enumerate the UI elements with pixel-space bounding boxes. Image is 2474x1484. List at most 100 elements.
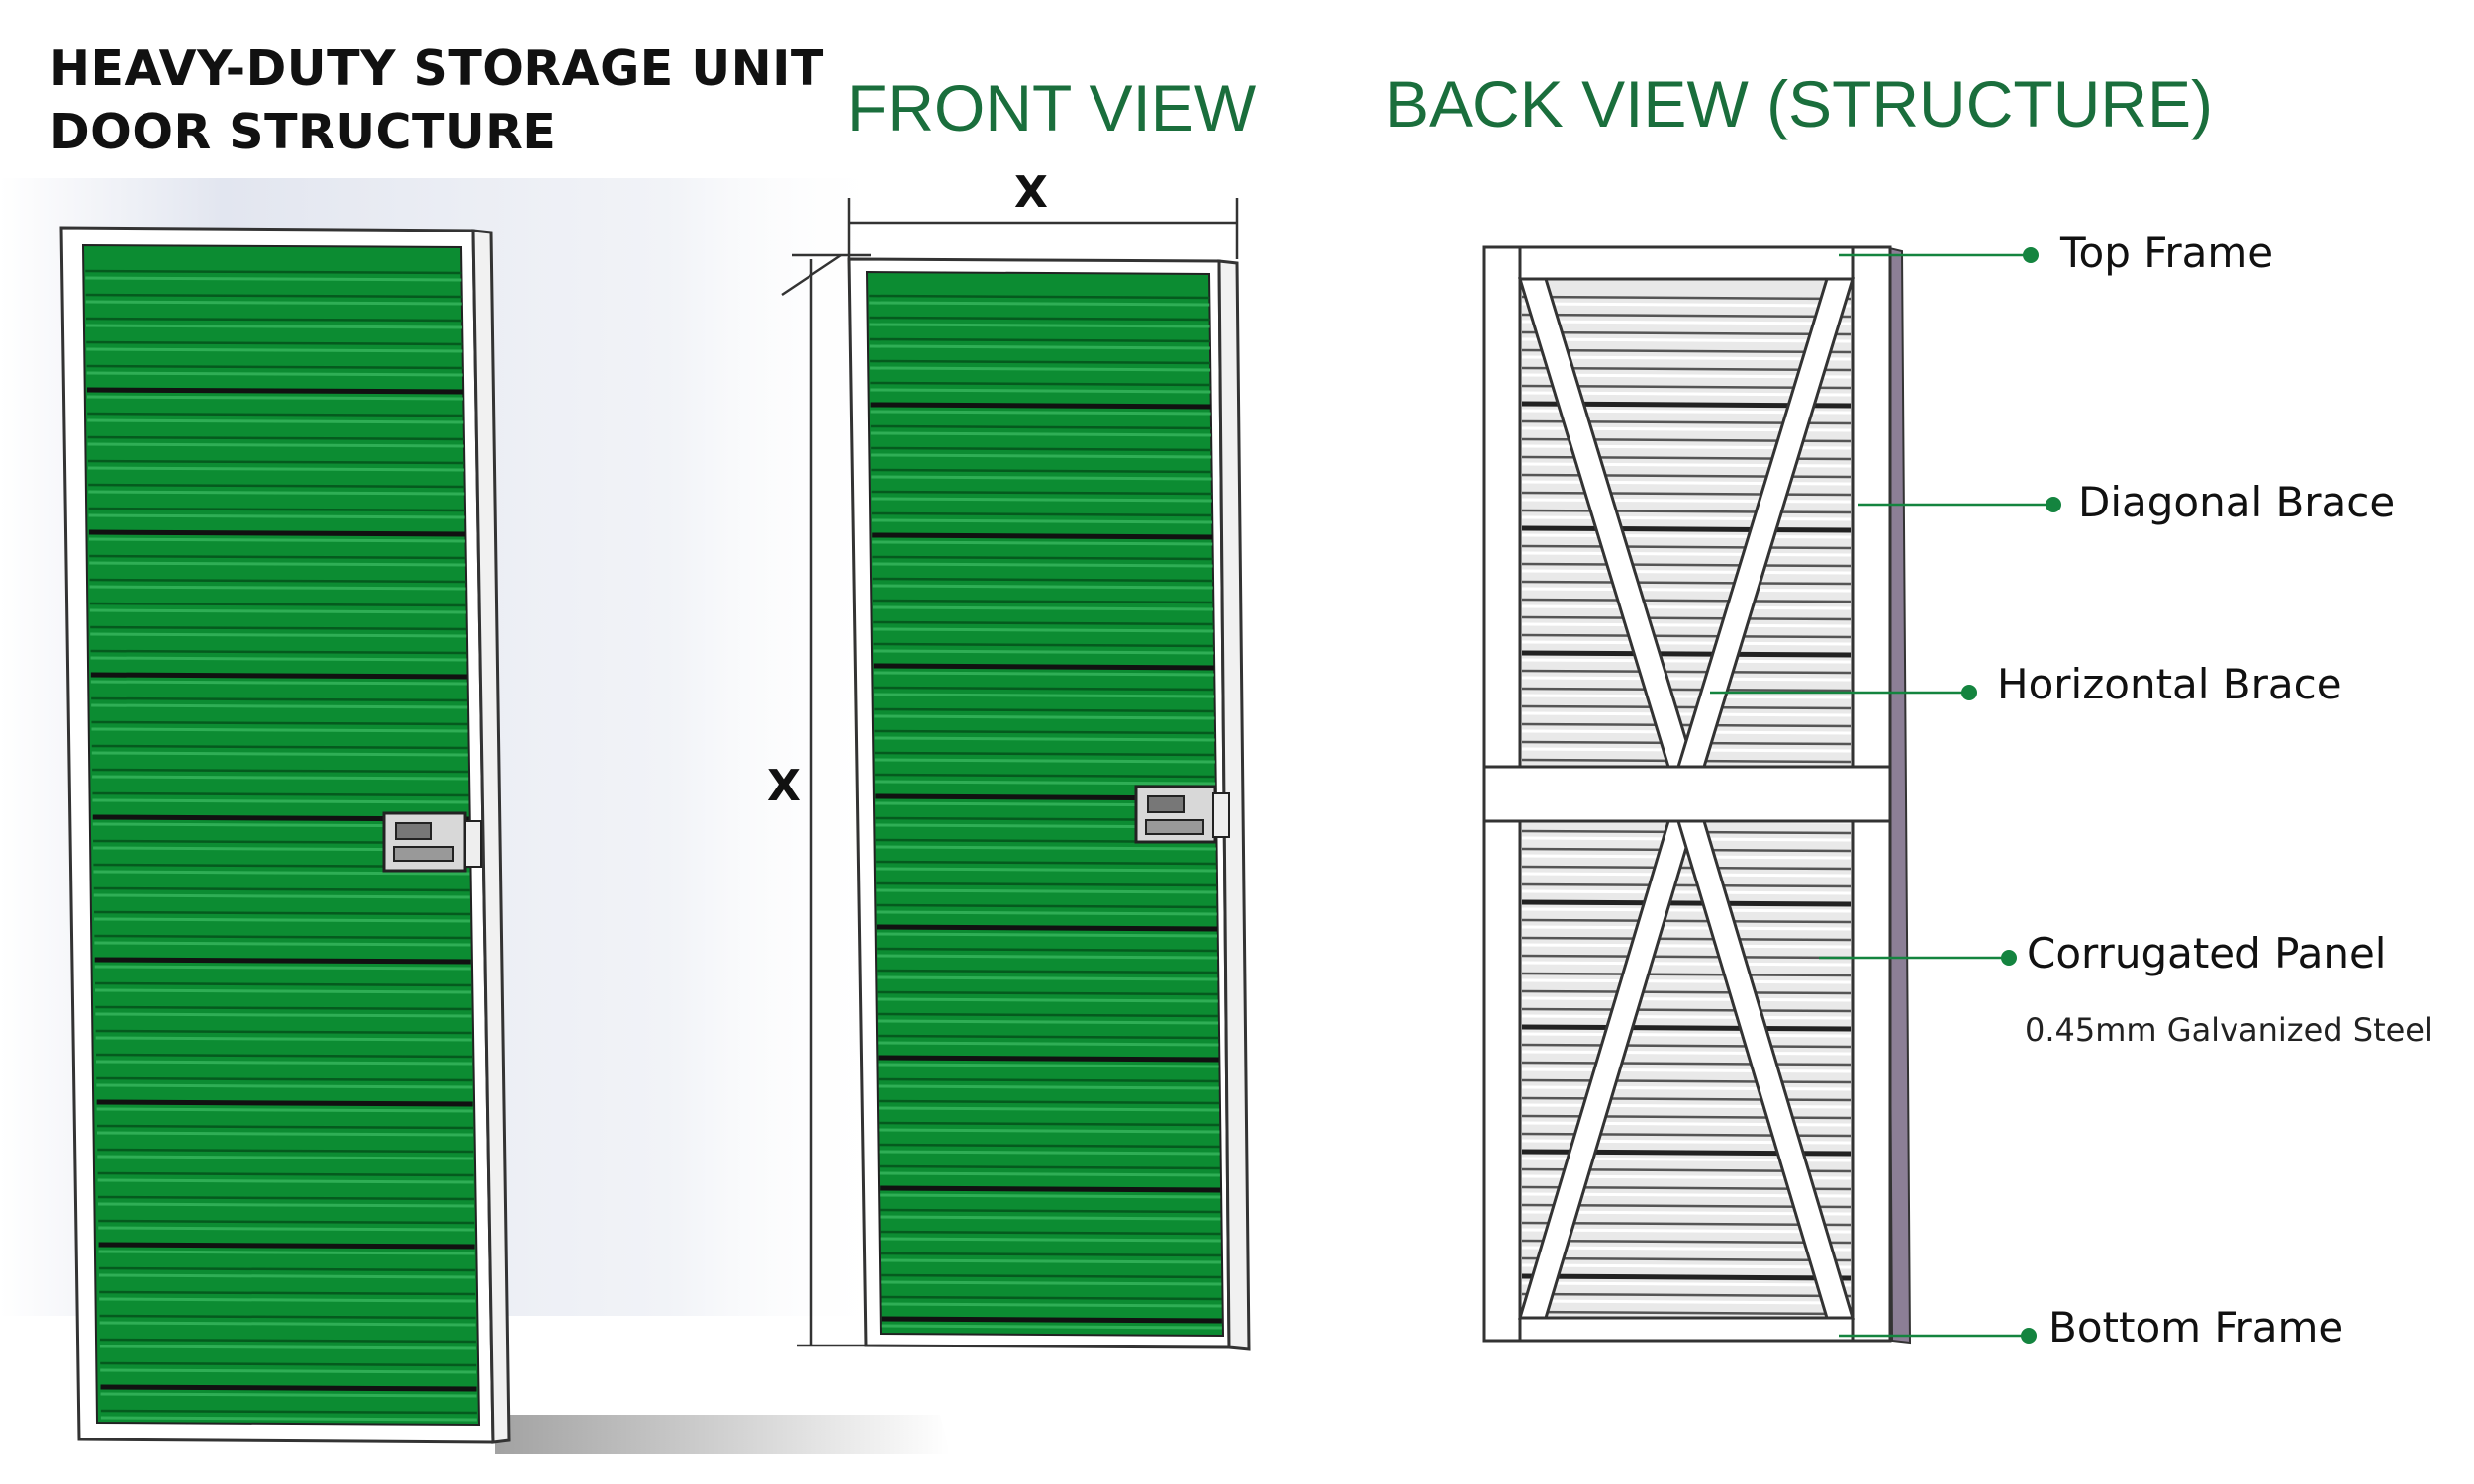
- panel-rib: [872, 555, 1213, 561]
- panel-rib: [91, 744, 468, 750]
- panel-rib-highlight: [87, 442, 464, 448]
- panel-rib-highlight: [874, 714, 1215, 720]
- panel-rib-highlight: [93, 893, 470, 899]
- panel-rib-highlight: [87, 418, 464, 424]
- panel-rib-highlight: [1521, 640, 1852, 646]
- panel-rib: [1521, 1239, 1852, 1245]
- panel-rib: [870, 424, 1211, 430]
- panel-rib: [95, 981, 472, 987]
- panel-rib: [96, 1099, 473, 1107]
- panel-rib: [1521, 295, 1852, 301]
- panel-rib: [1521, 525, 1852, 533]
- panel-rib-highlight: [95, 1012, 472, 1018]
- panel-rib: [881, 1295, 1222, 1301]
- panel-rib-highlight: [90, 632, 467, 638]
- panel-rib: [97, 1171, 474, 1177]
- height-dimension-line: [781, 253, 871, 1347]
- panel-rib: [877, 969, 1218, 974]
- panel-rib-highlight: [1521, 569, 1852, 575]
- front-view-door-ribs: [869, 294, 1222, 1330]
- panel-rib: [1521, 330, 1852, 336]
- panel-rib: [877, 990, 1218, 996]
- panel-rib-highlight: [92, 798, 469, 804]
- panel-rib-highlight: [88, 490, 465, 496]
- panel-rib: [878, 1034, 1219, 1040]
- panel-rib: [88, 483, 465, 489]
- panel-rib: [1521, 1061, 1852, 1067]
- panel-rib: [869, 316, 1210, 322]
- panel-rib: [869, 337, 1210, 343]
- panel-rib-highlight: [94, 917, 471, 923]
- panel-rib-highlight: [1521, 337, 1852, 343]
- panel-rib-highlight: [880, 1237, 1221, 1243]
- perspective-door-side-jamb: [471, 229, 511, 1444]
- dot-corrugated-panel: [2001, 950, 2017, 966]
- panel-rib: [873, 663, 1214, 671]
- panel-rib-highlight: [91, 703, 468, 709]
- panel-rib: [871, 490, 1212, 496]
- panel-rib: [1521, 1024, 1852, 1032]
- panel-rib: [85, 317, 462, 323]
- panel-rib-highlight: [879, 1106, 1220, 1112]
- panel-rib-highlight: [870, 366, 1211, 372]
- panel-rib-highlight: [880, 1215, 1221, 1221]
- perspective-door: [59, 226, 950, 1454]
- dot-top-frame: [2023, 247, 2039, 263]
- callout-top-frame: Top Frame: [2060, 229, 2274, 277]
- callout-corrugated-panel-spec: 0.45mm Galvanized Steel: [2025, 1011, 2433, 1049]
- panel-rib-highlight: [877, 954, 1218, 960]
- panel-rib: [880, 1208, 1221, 1214]
- panel-rib: [879, 1143, 1220, 1149]
- panel-rib-highlight: [89, 608, 466, 614]
- panel-rib-highlight: [878, 1019, 1219, 1025]
- panel-rib: [99, 1290, 476, 1296]
- panel-rib: [872, 577, 1213, 583]
- panel-rib: [1521, 918, 1852, 924]
- panel-rib-highlight: [877, 997, 1218, 1003]
- panel-rib: [97, 1195, 474, 1201]
- panel-rib: [880, 1185, 1221, 1193]
- panel-rib: [1521, 1043, 1852, 1049]
- panel-rib-highlight: [89, 585, 466, 591]
- panel-rib-highlight: [1521, 1014, 1852, 1020]
- panel-rib: [880, 1230, 1221, 1236]
- panel-rib: [1521, 989, 1852, 995]
- diagram-title: HEAVY-DUTY STORAGE UNIT DOOR STRUCTURE: [49, 38, 824, 164]
- panel-rib-highlight: [1521, 587, 1852, 593]
- panel-rib: [86, 340, 463, 346]
- panel-rib: [92, 791, 469, 797]
- panel-rib-highlight: [1521, 676, 1852, 682]
- panel-rib: [86, 364, 463, 370]
- panel-rib-highlight: [1521, 1032, 1852, 1038]
- panel-rib-highlight: [1521, 604, 1852, 610]
- panel-rib: [877, 947, 1218, 953]
- dot-bottom-frame: [2021, 1328, 2037, 1344]
- panel-rib-highlight: [1521, 498, 1852, 504]
- panel-rib-highlight: [880, 1193, 1221, 1199]
- panel-rib: [879, 1121, 1220, 1127]
- panel-rib: [88, 507, 465, 512]
- panel-rib-highlight: [872, 562, 1213, 568]
- back-view-bottom-frame: [1482, 1316, 1892, 1343]
- panel-rib: [874, 729, 1215, 735]
- panel-rib-highlight: [1521, 925, 1852, 931]
- panel-rib: [1521, 633, 1852, 639]
- panel-rib-highlight: [95, 1060, 472, 1066]
- panel-rib: [881, 1252, 1222, 1257]
- panel-rib: [89, 602, 466, 607]
- panel-rib-highlight: [95, 1036, 472, 1042]
- panel-rib: [1521, 1221, 1852, 1227]
- panel-rib-highlight: [874, 758, 1215, 764]
- panel-rib-highlight: [91, 751, 468, 757]
- panel-rib-highlight: [87, 466, 464, 472]
- panel-rib: [881, 1273, 1222, 1279]
- panel-rib: [874, 707, 1215, 713]
- panel-rib: [878, 1055, 1219, 1063]
- panel-rib-highlight: [90, 680, 467, 686]
- panel-rib: [876, 903, 1217, 909]
- panel-rib: [1521, 704, 1852, 710]
- panel-rib-highlight: [94, 965, 471, 971]
- panel-rib-highlight: [874, 693, 1215, 698]
- callout-bottom-frame: Bottom Frame: [2048, 1303, 2344, 1351]
- panel-rib: [90, 672, 467, 680]
